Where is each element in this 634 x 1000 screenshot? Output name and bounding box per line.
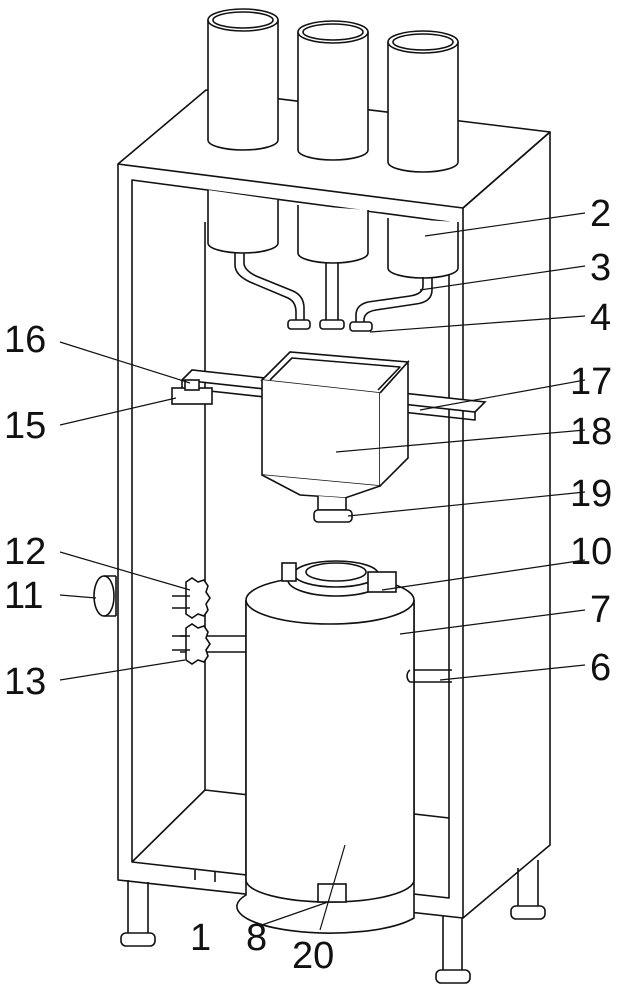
label-18: 18 <box>570 411 612 453</box>
label-11: 11 <box>4 575 43 617</box>
label-6: 6 <box>590 647 611 689</box>
label-3: 3 <box>590 247 611 289</box>
label-4: 4 <box>590 297 611 339</box>
label-1: 1 <box>190 917 211 959</box>
leader-lines <box>59 212 586 931</box>
part-labels: 2 3 4 16 17 15 18 19 12 10 11 7 13 6 1 8… <box>4 193 612 977</box>
mixing-tank <box>180 560 452 934</box>
label-16: 16 <box>4 319 46 361</box>
label-13: 13 <box>4 661 46 703</box>
label-8: 8 <box>246 917 267 959</box>
label-15: 15 <box>4 405 46 447</box>
label-2: 2 <box>590 193 611 235</box>
gears <box>93 575 211 665</box>
label-20: 20 <box>292 935 334 977</box>
label-12: 12 <box>4 531 46 573</box>
hoppers-top <box>207 8 459 173</box>
legs <box>120 860 546 984</box>
label-10: 10 <box>570 531 612 573</box>
label-7: 7 <box>590 589 611 631</box>
label-17: 17 <box>570 361 612 403</box>
label-19: 19 <box>570 473 612 515</box>
frame <box>117 89 551 919</box>
funnel <box>260 351 410 523</box>
